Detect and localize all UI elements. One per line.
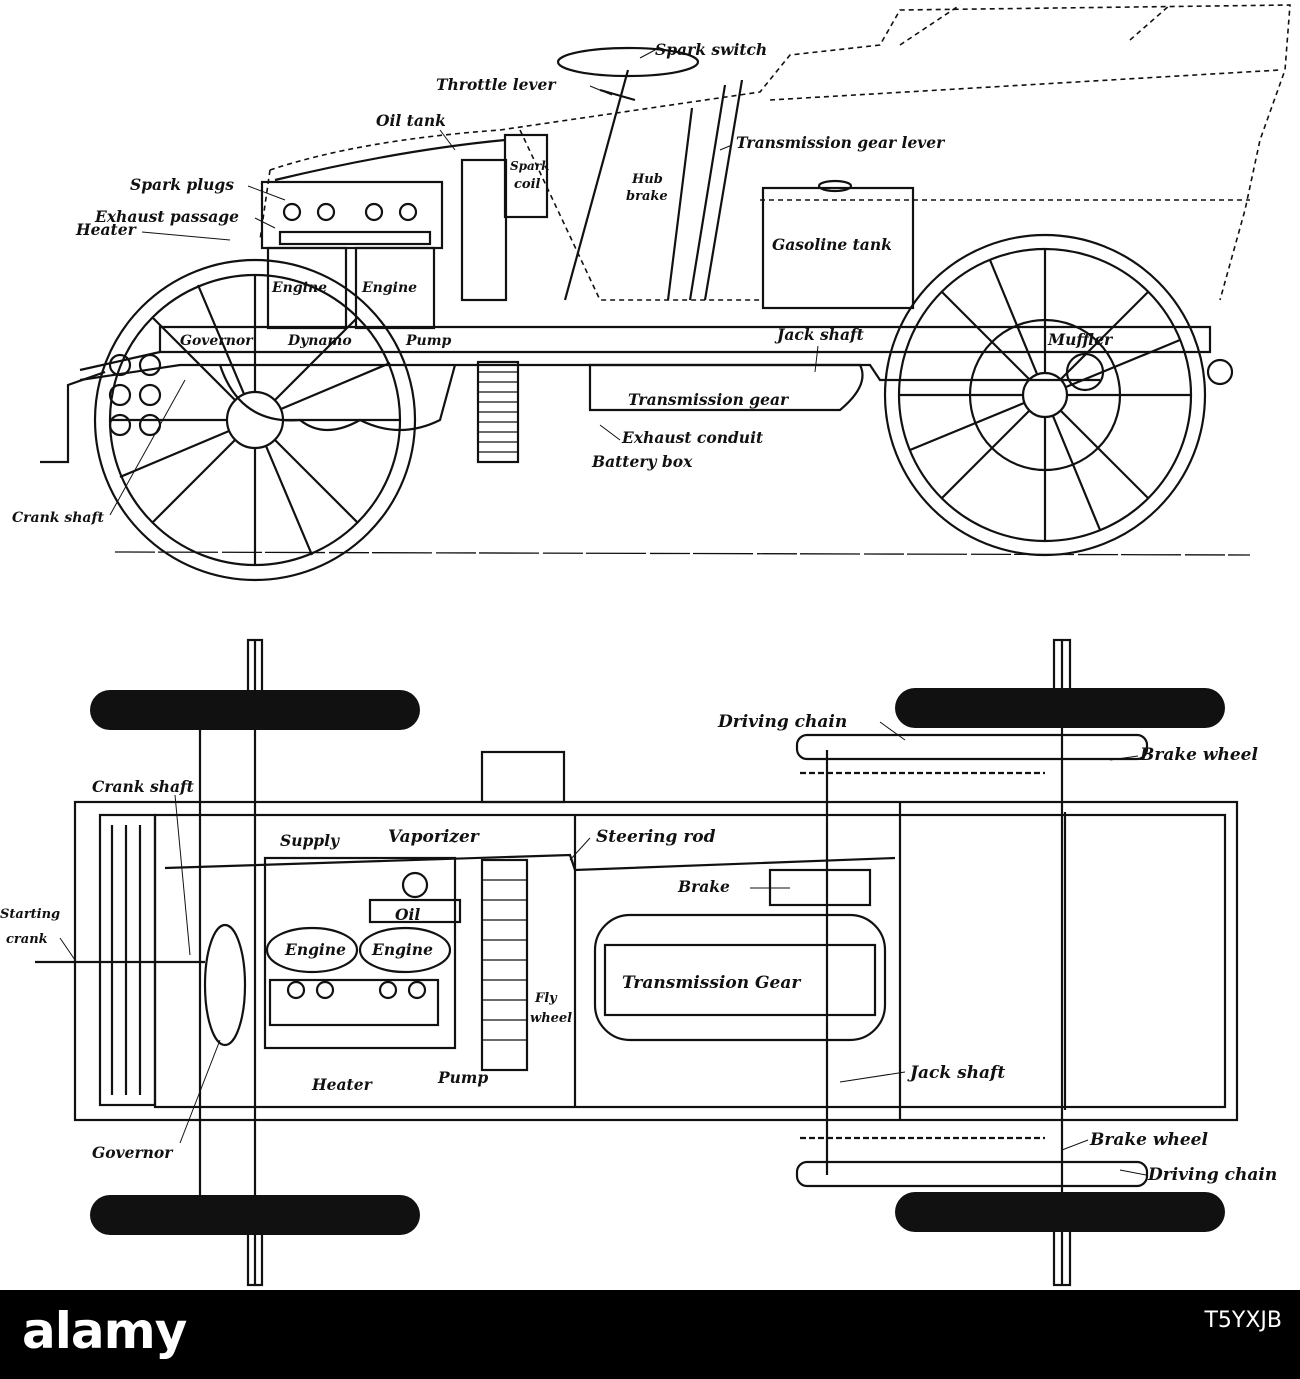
- transmission-housing: [588, 363, 864, 412]
- label-exhaust-conduit: Exhaust conduit: [621, 428, 764, 447]
- label-brake-wheel-bottom: Brake wheel: [1089, 1130, 1208, 1150]
- radiator: [98, 813, 157, 1107]
- label-pump-plan: Pump: [437, 1068, 488, 1087]
- label-supply: Supply: [280, 831, 340, 850]
- automobile-chassis-diagram: Spark switch Throttle lever Oil tank Spa…: [0, 4, 1291, 1287]
- label-jack-shaft-plan: Jack shaft: [907, 1063, 1005, 1083]
- gasoline-tank: [761, 186, 915, 310]
- plan-engines: [263, 856, 462, 1050]
- label-brake: Brake: [677, 877, 730, 896]
- front-wheel: [93, 258, 417, 582]
- frame-rail: [158, 325, 1212, 354]
- label-heater: Heater: [75, 220, 138, 239]
- label-spark-switch: Spark switch: [655, 40, 767, 59]
- diagram-stage: Spark switch Throttle lever Oil tank Spa…: [0, 4, 1291, 1287]
- label-fly-wheel-1: Fly: [534, 991, 558, 1006]
- label-starting-crank-2: crank: [6, 932, 48, 947]
- side-view: Spark switch Throttle lever Oil tank Spa…: [12, 4, 1291, 582]
- label-spark-coil-2: coil: [514, 177, 541, 192]
- front-tire-top: [90, 690, 420, 730]
- label-starting-crank-1: Starting: [0, 907, 60, 922]
- plan-view: Driving chain Brake wheel Crank shaft Su…: [0, 638, 1277, 1287]
- label-oil-tank: Oil tank: [376, 111, 446, 130]
- label-hub-brake-2: brake: [626, 189, 668, 204]
- label-crank-shaft: Crank shaft: [12, 510, 104, 526]
- label-steering-rod: Steering rod: [596, 827, 716, 847]
- driving-chains: [795, 733, 1149, 1188]
- label-heater-plan: Heater: [311, 1075, 374, 1094]
- ground-line: [114, 551, 1251, 556]
- label-hub-brake-1: Hub: [631, 172, 663, 187]
- label-engine-1: Engine: [271, 280, 327, 296]
- label-transmission-gear: Transmission gear: [628, 390, 790, 409]
- label-gasoline-tank: Gasoline tank: [772, 235, 892, 254]
- spark-coil-box: [503, 133, 549, 219]
- label-transmission-gear-plan: Transmission Gear: [622, 973, 801, 993]
- rear-tire-bottom: [895, 1192, 1225, 1232]
- body-outline-dashed: [259, 4, 1291, 301]
- label-spark-coil-1: Spark: [510, 159, 549, 173]
- rear-tire-top: [895, 688, 1225, 728]
- steering-rod: [164, 853, 896, 872]
- front-tire-bottom: [90, 1195, 420, 1235]
- label-jack-shaft: Jack shaft: [774, 325, 865, 344]
- rear-axle: [895, 638, 1225, 1287]
- label-vaporizer: Vaporizer: [388, 827, 480, 847]
- label-governor-plan: Governor: [92, 1143, 174, 1162]
- rear-wheel: [883, 233, 1207, 557]
- alamy-logo: alamy: [22, 1302, 187, 1360]
- label-engine-plan-2: Engine: [371, 940, 433, 959]
- label-driving-chain-top: Driving chain: [717, 712, 847, 732]
- engine-block: [260, 158, 508, 330]
- label-engine-2: Engine: [361, 280, 417, 296]
- transmission-gear-housing: [593, 913, 887, 1042]
- label-muffler: Muffler: [1047, 330, 1114, 349]
- label-driving-chain-bottom: Driving chain: [1147, 1165, 1277, 1185]
- label-transmission-gear-lever: Transmission gear lever: [736, 133, 946, 152]
- label-throttle-lever: Throttle lever: [436, 75, 557, 94]
- levers: [666, 79, 744, 301]
- label-crank-shaft-plan: Crank shaft: [92, 777, 195, 796]
- label-engine-plan-1: Engine: [284, 940, 346, 959]
- label-exhaust-passage: Exhaust passage: [94, 207, 239, 226]
- label-battery-box: Battery box: [591, 452, 693, 471]
- label-governor: Governor: [180, 333, 254, 349]
- label-spark-plugs: Spark plugs: [130, 175, 234, 194]
- watermark-footer: alamy T5YXJB: [0, 1290, 1300, 1379]
- governor-disk: [203, 923, 247, 1047]
- label-pump: Pump: [405, 333, 452, 349]
- label-oil: Oil: [395, 905, 420, 924]
- image-id: T5YXJB: [1204, 1308, 1282, 1333]
- starting-crank: [40, 353, 162, 464]
- crankcase: [218, 364, 457, 432]
- label-dynamo: Dynamo: [287, 333, 352, 349]
- front-axle: [90, 638, 420, 1287]
- label-fly-wheel-2: wheel: [530, 1011, 572, 1026]
- plan-flywheel: [480, 858, 529, 1072]
- label-brake-wheel-top: Brake wheel: [1139, 745, 1258, 765]
- steering-column: [556, 46, 700, 301]
